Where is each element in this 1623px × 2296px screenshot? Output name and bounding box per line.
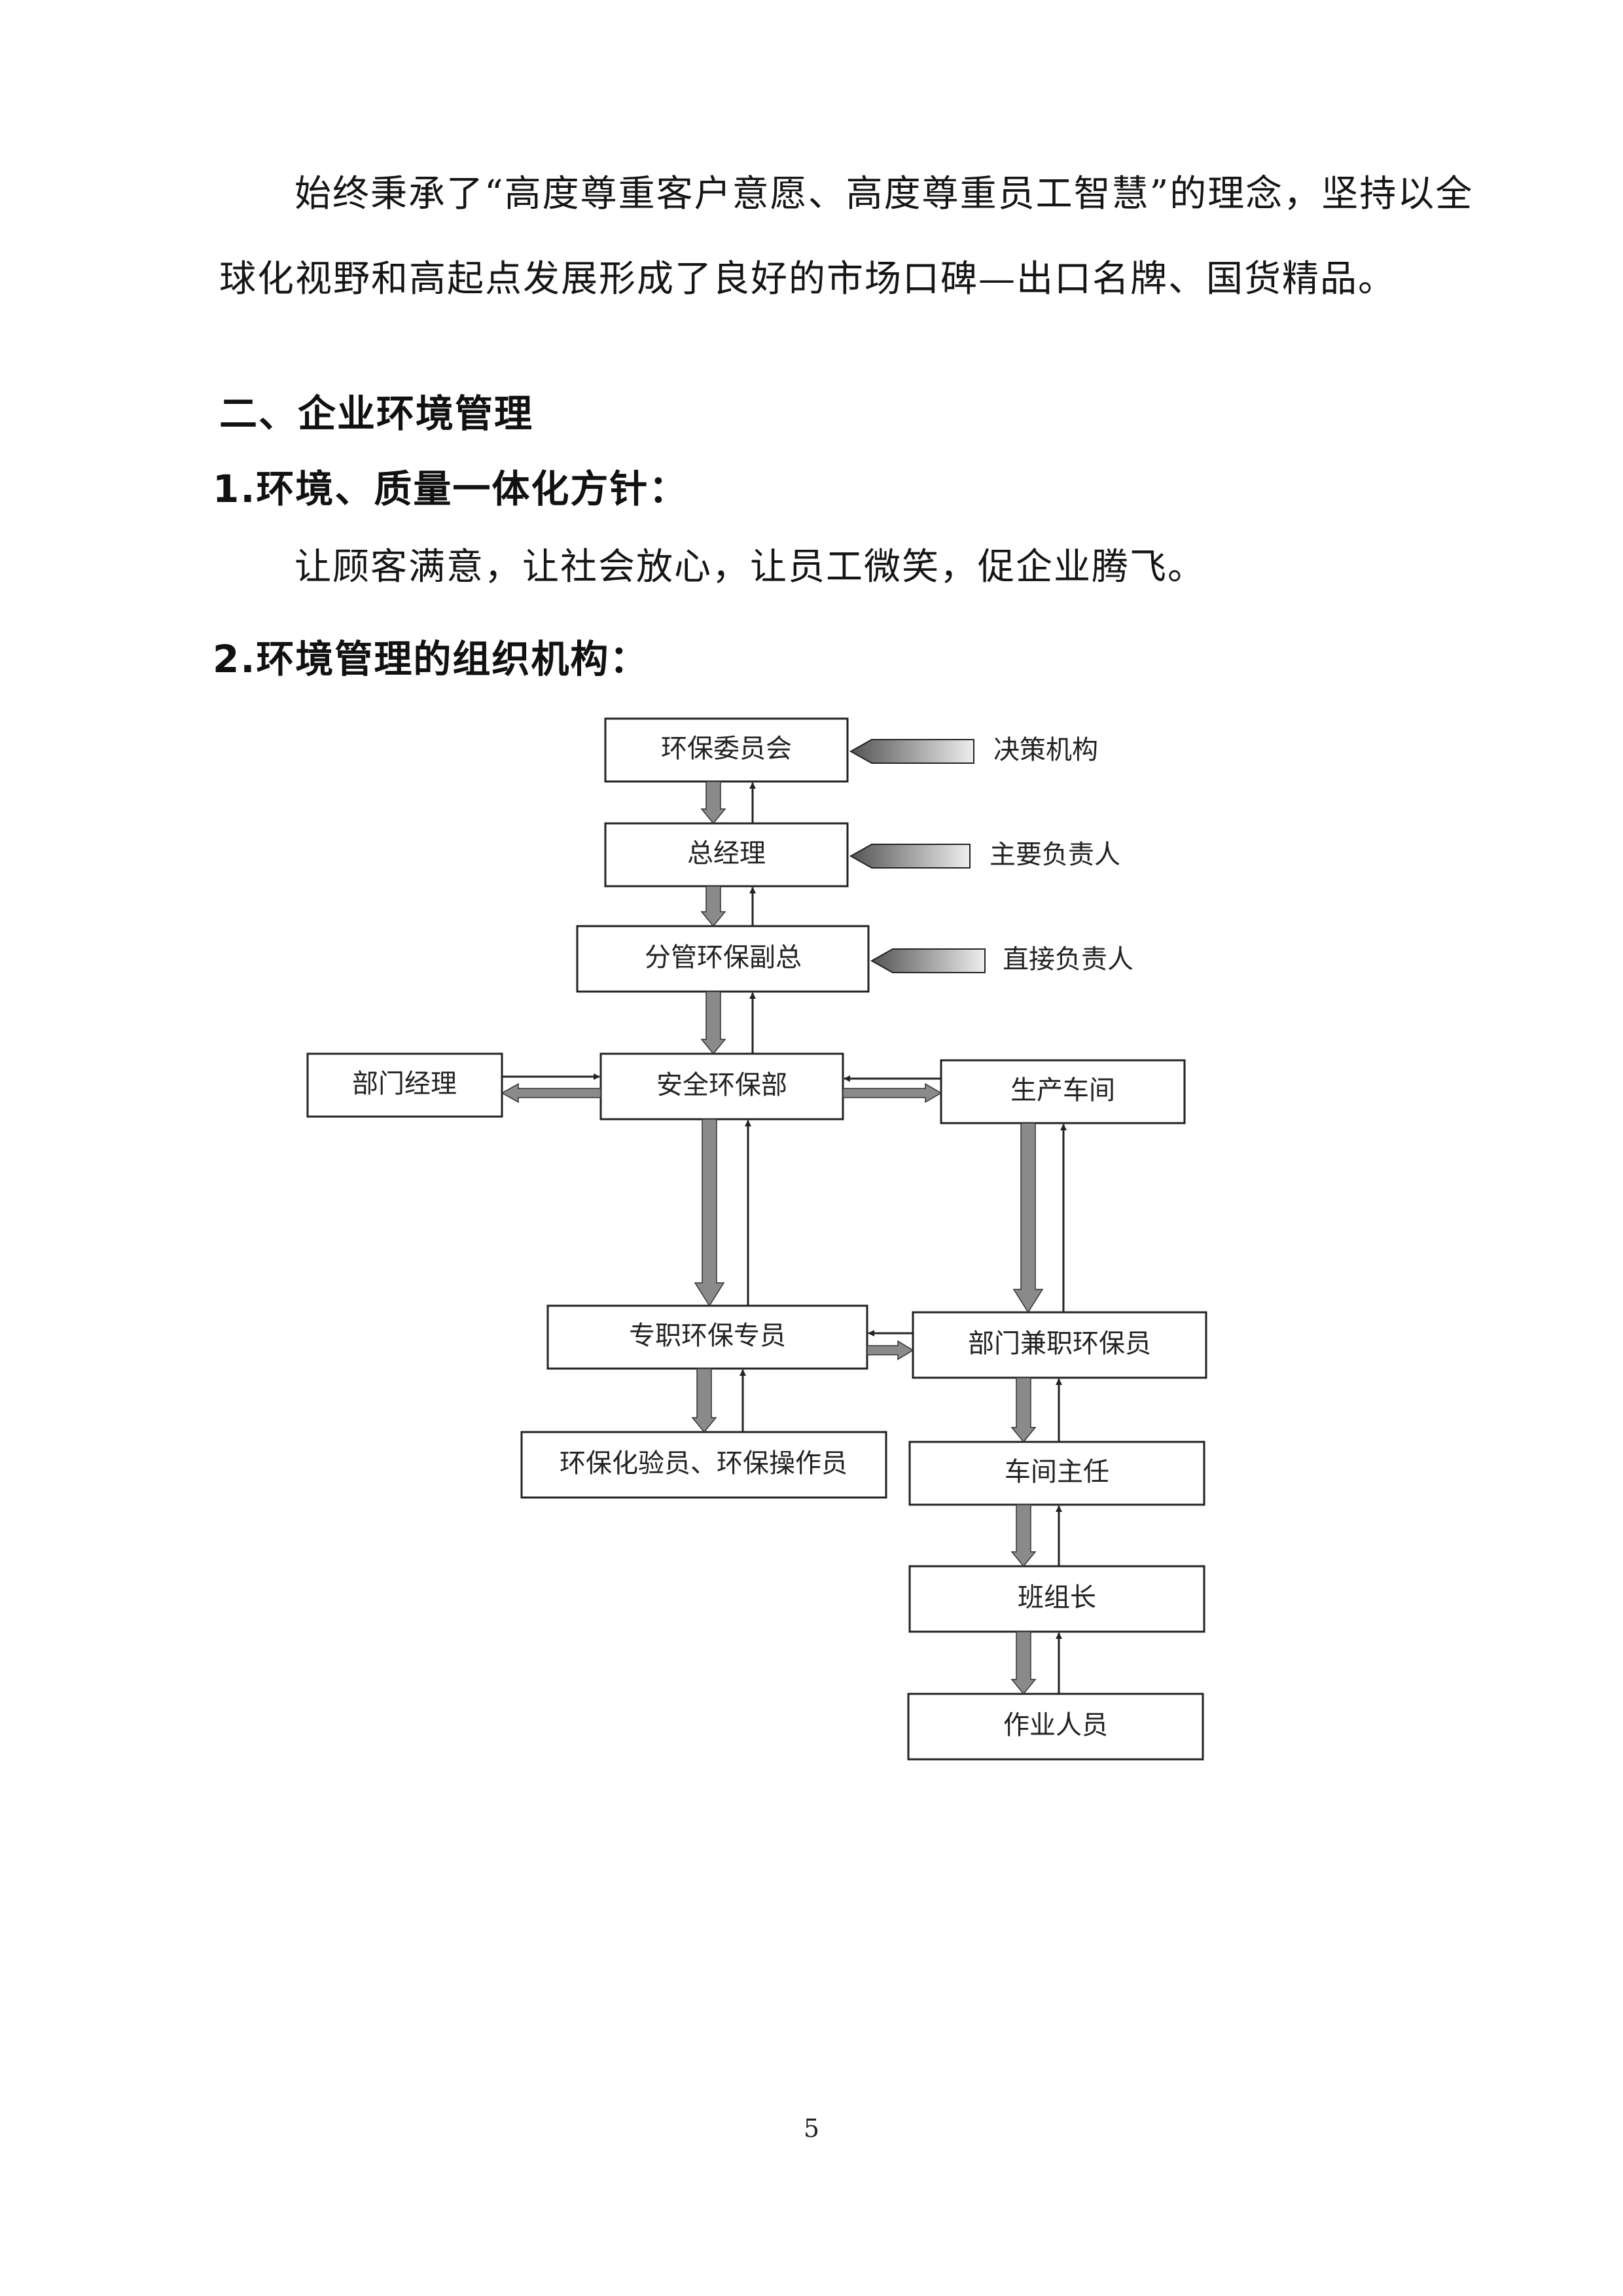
right-arrow-safety-workshop bbox=[842, 1083, 942, 1103]
box-vice-gm: 分管环保副总 bbox=[576, 925, 870, 993]
down-arrow-leader-workers bbox=[1010, 1631, 1037, 1695]
box-fulltime-specialist-label: 专职环保专员 bbox=[629, 1321, 786, 1351]
down-arrow-officer-director bbox=[1010, 1377, 1037, 1443]
pointer-arrow-direct-responsible bbox=[870, 948, 986, 973]
box-dept-manager: 部门经理 bbox=[306, 1052, 503, 1118]
box-parttime-officer-label: 部门兼职环保员 bbox=[968, 1329, 1151, 1359]
intro-paragraph-line-1: 始终秉承了“高度尊重客户意愿、高度尊重员工智慧”的理念，坚持以全 bbox=[294, 173, 1474, 215]
box-lab-operators: 环保化验员、环保操作员 bbox=[520, 1431, 887, 1499]
down-arrow-committee-gm bbox=[700, 781, 726, 825]
down-arrow-director-leader bbox=[1010, 1504, 1037, 1568]
label-main-responsible-text: 主要负责人 bbox=[990, 840, 1120, 870]
policy-heading: 1.环境、质量一体化方针： bbox=[213, 467, 688, 511]
pointer-arrow-decision bbox=[849, 739, 974, 764]
box-dept-manager-label: 部门经理 bbox=[352, 1069, 457, 1099]
org-structure-heading: 2.环境管理的组织机构： bbox=[213, 637, 649, 681]
box-fulltime-specialist: 专职环保专员 bbox=[546, 1304, 868, 1370]
box-workshop-label: 生产车间 bbox=[1010, 1075, 1115, 1105]
box-workers-label: 作业人员 bbox=[1003, 1710, 1108, 1740]
box-workers: 作业人员 bbox=[907, 1693, 1204, 1761]
label-direct-responsible: 直接负责人 bbox=[870, 944, 1133, 975]
page-number: 5 bbox=[803, 2114, 820, 2143]
box-team-leader: 班组长 bbox=[908, 1565, 1205, 1633]
down-arrow-vice-safety bbox=[700, 991, 726, 1055]
left-arrow-safety-deptmgr bbox=[501, 1083, 601, 1103]
policy-text: 让顾客满意，让社会放心，让员工微笑，促企业腾飞。 bbox=[294, 546, 1205, 588]
box-vice-gm-label: 分管环保副总 bbox=[645, 942, 802, 973]
box-parttime-officer: 部门兼职环保员 bbox=[912, 1311, 1207, 1379]
label-decision-text: 决策机构 bbox=[993, 735, 1098, 765]
box-lab-operators-label: 环保化验员、环保操作员 bbox=[560, 1448, 847, 1479]
box-safety-dept-label: 安全环保部 bbox=[656, 1070, 787, 1100]
down-arrow-workshop-officer bbox=[1012, 1122, 1044, 1314]
right-arrow-specialist-officer bbox=[866, 1340, 914, 1361]
box-committee: 环保委员会 bbox=[604, 717, 849, 783]
label-decision: 决策机构 bbox=[849, 735, 1098, 765]
intro-paragraph-line-2: 球化视野和高起点发展形成了良好的市场口碑—出口名牌、国货精品。 bbox=[219, 258, 1396, 300]
box-workshop: 生产车间 bbox=[940, 1059, 1186, 1124]
box-general-manager: 总经理 bbox=[604, 822, 849, 888]
label-direct-responsible-text: 直接负责人 bbox=[1003, 944, 1133, 975]
box-safety-dept: 安全环保部 bbox=[599, 1052, 844, 1121]
down-arrow-safety-specialist bbox=[694, 1119, 725, 1307]
section-title: 二、企业环境管理 bbox=[219, 391, 534, 436]
box-committee-label: 环保委员会 bbox=[661, 734, 792, 764]
down-arrow-specialist-lab bbox=[691, 1368, 717, 1433]
box-workshop-director: 车间主任 bbox=[908, 1441, 1205, 1506]
box-general-manager-label: 总经理 bbox=[687, 838, 766, 869]
down-arrow-gm-vice bbox=[700, 886, 726, 927]
box-workshop-director-label: 车间主任 bbox=[1005, 1457, 1109, 1487]
pointer-arrow-main-responsible bbox=[849, 844, 971, 869]
label-main-responsible: 主要负责人 bbox=[849, 840, 1120, 870]
box-team-leader-label: 班组长 bbox=[1018, 1583, 1096, 1613]
